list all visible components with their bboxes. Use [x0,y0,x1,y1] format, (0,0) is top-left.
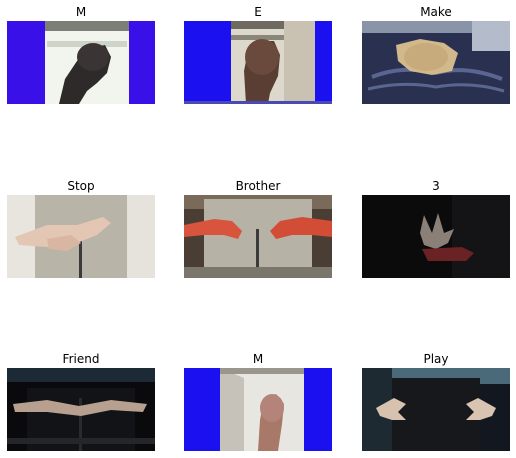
sign-image-e [184,21,332,104]
sign-image-3 [362,195,510,278]
sign-image-3-graphic [362,195,510,278]
sign-image-stop-graphic [7,195,155,278]
sign-image-make-graphic [362,21,510,104]
tile-title-6: 3 [432,179,440,193]
sign-image-e-graphic [184,21,332,104]
sign-image-friend [7,368,155,451]
tile-title-3: Make [420,5,452,19]
sign-image-m-1 [7,21,155,104]
sign-image-friend-graphic [7,368,155,451]
tile-title-9: Play [423,352,449,366]
tile-title-1: M [75,5,87,19]
tile-title-7: Friend [62,352,100,366]
tile-title-5: Brother [235,179,281,193]
tile-title-4: Stop [67,179,95,193]
sign-image-make [362,21,510,104]
sign-image-play [362,368,510,451]
tile-title-8: M [252,352,264,366]
sign-image-m-2 [184,368,332,451]
sign-image-play-graphic [362,368,510,451]
sign-image-stop [7,195,155,278]
sign-image-m-1-graphic [7,21,155,104]
sign-image-brother [184,195,332,278]
sign-image-brother-graphic [184,195,332,278]
sign-image-m-2-graphic [184,368,332,451]
tile-title-2: E [254,5,262,19]
